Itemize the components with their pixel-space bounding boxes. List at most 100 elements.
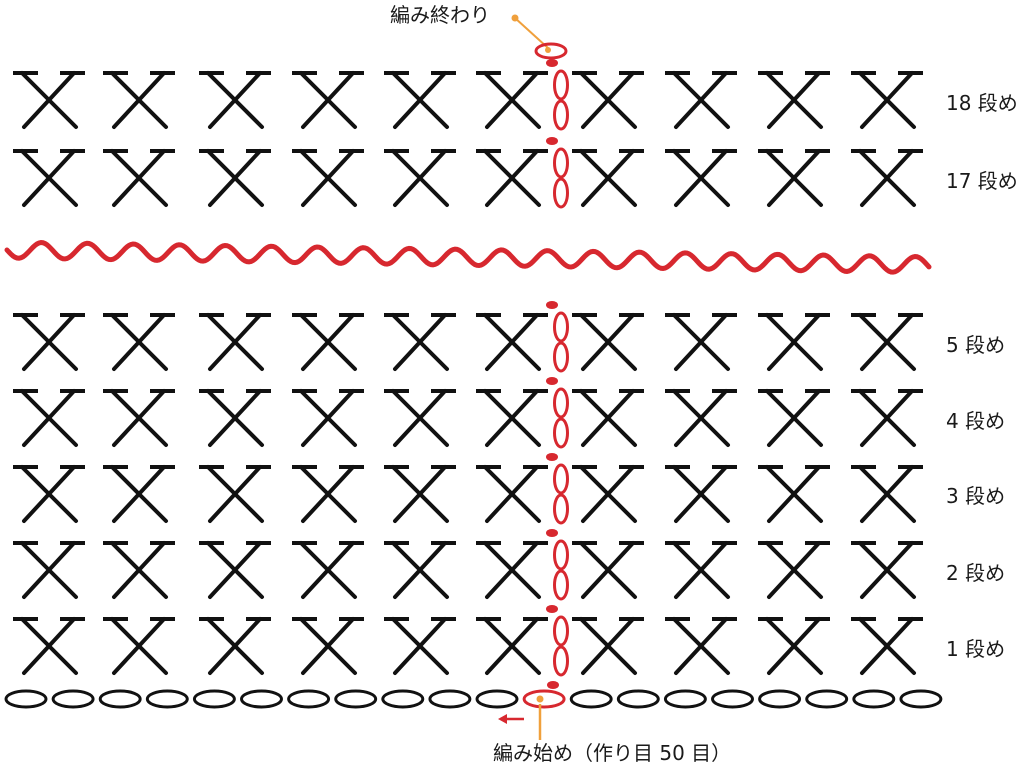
single-crochet-stitch (103, 617, 175, 675)
turning-chain (546, 301, 569, 373)
single-crochet-stitch (199, 313, 271, 371)
row-label-1: 1 段め (946, 637, 1005, 661)
start-pointer-dot (536, 695, 544, 703)
start-label: 編み始め（作り目 50 目） (493, 741, 731, 765)
single-crochet-stitch (758, 71, 830, 129)
chain-stitch (51, 689, 95, 709)
single-crochet-stitch (292, 71, 364, 129)
single-crochet-stitch (384, 617, 456, 675)
single-crochet-stitch (199, 541, 271, 599)
row-label-3: 3 段め (946, 484, 1005, 508)
row-label-2: 2 段め (946, 561, 1005, 585)
single-crochet-stitch (851, 71, 923, 129)
chain-stitch (428, 689, 472, 709)
single-crochet-stitch (476, 541, 548, 599)
single-crochet-stitch (476, 71, 548, 129)
single-crochet-stitch (572, 149, 644, 207)
chain-stitch (381, 689, 425, 709)
single-crochet-stitch (758, 541, 830, 599)
turning-chain (546, 529, 569, 601)
single-crochet-stitch (851, 149, 923, 207)
foundation-chain (4, 689, 943, 709)
single-crochet-stitch (476, 313, 548, 371)
single-crochet-stitch (851, 541, 923, 599)
row-label-5: 5 段め (946, 333, 1005, 357)
turning-chain (546, 377, 569, 449)
single-crochet-stitch (13, 71, 85, 129)
chain-stitch (240, 689, 283, 709)
single-crochet-stitch (665, 465, 737, 523)
end-label: 編み終わり (390, 3, 490, 27)
single-crochet-stitch (851, 465, 923, 523)
single-crochet-stitch (758, 149, 830, 207)
chain-stitch (899, 689, 943, 709)
single-crochet-stitch (103, 71, 175, 129)
turning-chain (546, 453, 569, 525)
start-callout: 編み始め（作り目 50 目） (493, 704, 731, 765)
single-crochet-stitch (13, 617, 85, 675)
single-crochet-stitch (665, 71, 737, 129)
single-crochet-stitch (384, 465, 456, 523)
turning-chain (546, 605, 569, 677)
chain-stitch (758, 689, 802, 709)
single-crochet-stitch (199, 149, 271, 207)
chain-stitch (569, 689, 613, 709)
single-crochet-stitch (292, 541, 364, 599)
row-label-4: 4 段め (946, 409, 1005, 433)
single-crochet-stitch (199, 617, 271, 675)
chain-stitch (334, 689, 378, 709)
chain-stitch (616, 689, 660, 709)
chain-stitch (805, 689, 849, 709)
chain-stitch (145, 689, 189, 709)
end-pointer-tip (545, 47, 551, 53)
single-crochet-stitch (476, 389, 548, 447)
single-crochet-stitch (384, 389, 456, 447)
chain-stitch (287, 689, 331, 709)
turning-chain (546, 137, 569, 209)
single-crochet-stitch (384, 149, 456, 207)
chain-stitch (475, 689, 519, 709)
single-crochet-stitch (13, 313, 85, 371)
single-crochet-stitch (572, 541, 644, 599)
single-crochet-stitch (758, 617, 830, 675)
single-crochet-stitch (851, 389, 923, 447)
single-crochet-stitch (199, 389, 271, 447)
single-crochet-stitch (13, 149, 85, 207)
single-crochet-stitch (103, 389, 175, 447)
end-pointer-dot (511, 14, 519, 22)
stitch-grid (13, 71, 923, 675)
chain-stitch (663, 689, 707, 709)
direction-arrow-head (498, 714, 507, 724)
single-crochet-stitch (103, 465, 175, 523)
single-crochet-stitch (384, 71, 456, 129)
end-pointer-line (514, 17, 549, 49)
starting-chain-stitch (522, 689, 566, 709)
single-crochet-stitch (199, 465, 271, 523)
single-crochet-stitch (103, 149, 175, 207)
single-crochet-stitch (851, 313, 923, 371)
single-crochet-stitch (572, 617, 644, 675)
chain-stitch (98, 689, 142, 709)
single-crochet-stitch (199, 71, 271, 129)
omitted-rows-wave (4, 240, 932, 275)
single-crochet-stitch (758, 313, 830, 371)
single-crochet-stitch (292, 617, 364, 675)
chain-stitch (4, 689, 48, 709)
single-crochet-stitch (665, 617, 737, 675)
single-crochet-stitch (572, 389, 644, 447)
row-label-17: 17 段め (946, 169, 1018, 193)
single-crochet-stitch (851, 617, 923, 675)
single-crochet-stitch (572, 313, 644, 371)
single-crochet-stitch (476, 617, 548, 675)
single-crochet-stitch (665, 313, 737, 371)
end-callout: 編み終わり (390, 3, 568, 60)
turning-chains (546, 59, 569, 689)
start-slip-stitch-dot (547, 681, 559, 689)
single-crochet-stitch (292, 389, 364, 447)
single-crochet-stitch (758, 389, 830, 447)
row-label-18: 18 段め (946, 91, 1018, 115)
turning-chain (546, 59, 569, 131)
chain-stitch (192, 689, 236, 709)
single-crochet-stitch (384, 313, 456, 371)
chain-stitch (711, 689, 754, 709)
